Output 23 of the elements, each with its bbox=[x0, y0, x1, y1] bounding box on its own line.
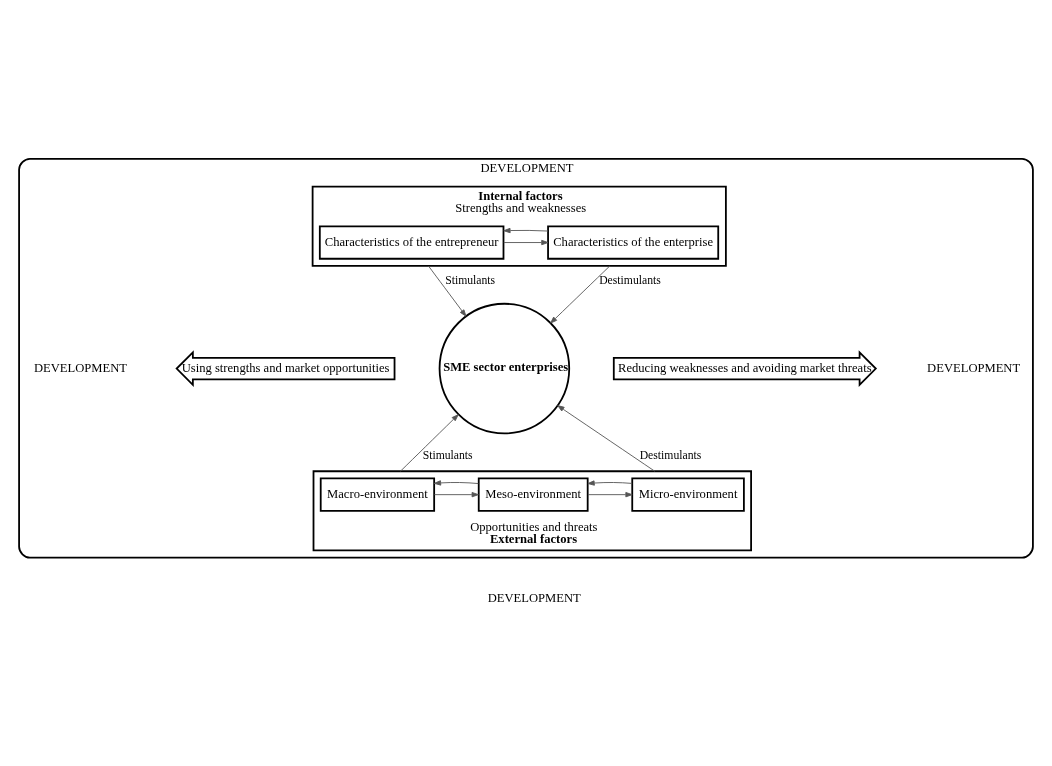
node-label: DEVELOPMENT bbox=[33, 360, 127, 375]
edge-label: Stimulants bbox=[422, 448, 473, 462]
node-box: Macro-environment bbox=[319, 477, 436, 512]
node-circle: SME sector enterprises bbox=[438, 302, 571, 435]
arrow bbox=[587, 480, 633, 486]
node-box: Characteristics of the entrepreneur bbox=[318, 225, 505, 260]
arrow bbox=[428, 265, 467, 317]
arrow bbox=[433, 492, 479, 498]
node-box: Micro-environment bbox=[631, 477, 745, 512]
edge-label: Stimulants bbox=[445, 274, 496, 288]
arrow bbox=[503, 239, 549, 246]
edge-label: Destimulants bbox=[639, 448, 702, 462]
arrow bbox=[557, 405, 656, 472]
arrow bbox=[433, 480, 479, 486]
node-box: Characteristics of the enterprise bbox=[547, 225, 720, 260]
node-label: DEVELOPMENT bbox=[487, 590, 581, 605]
arrow bbox=[400, 414, 459, 472]
node-box: Meso-environment bbox=[477, 477, 589, 512]
arrow bbox=[503, 227, 549, 234]
edge-label: Destimulants bbox=[599, 274, 661, 288]
node-label: DEVELOPMENT bbox=[927, 360, 1021, 375]
arrow bbox=[550, 265, 611, 324]
arrow bbox=[587, 492, 633, 498]
